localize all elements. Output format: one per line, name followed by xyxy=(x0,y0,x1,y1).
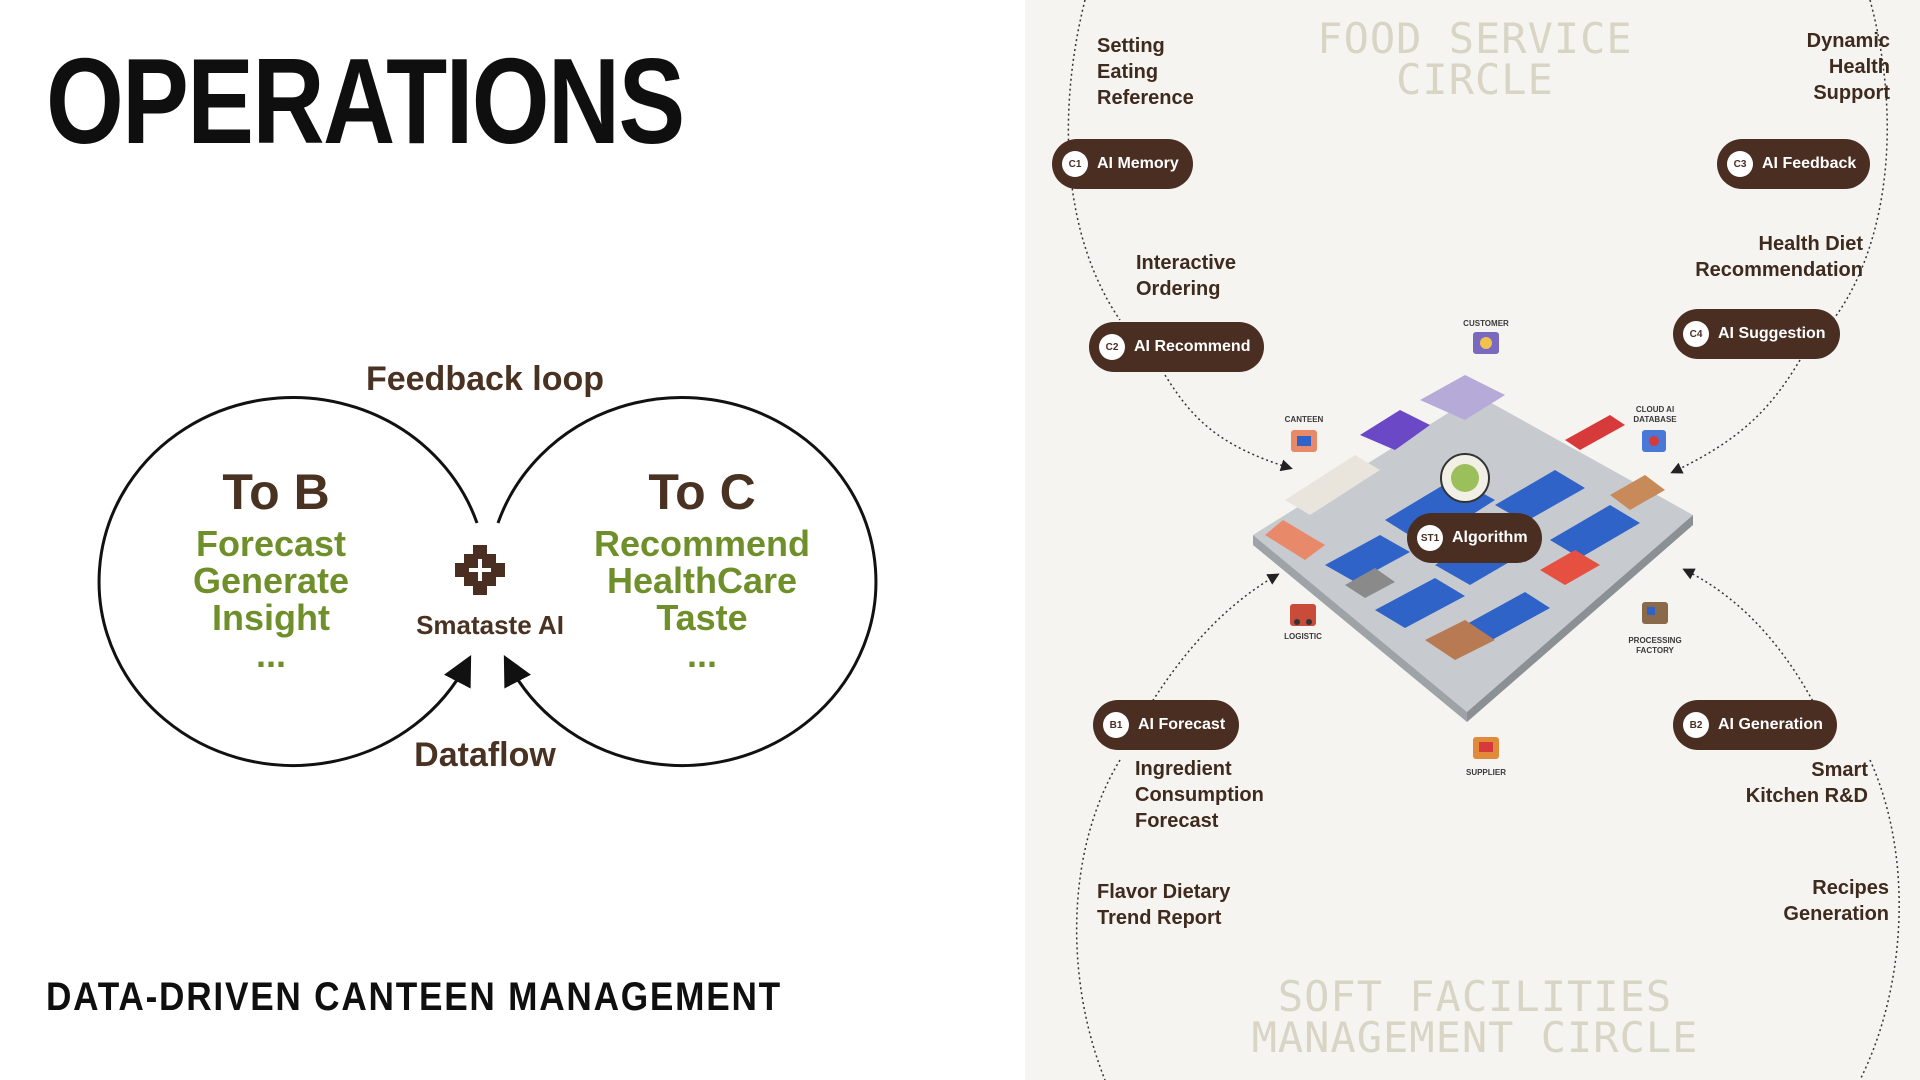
health-diet-recommendation-text: Health Diet Recommendation xyxy=(1695,233,1863,281)
loop-diagram-lines xyxy=(97,396,878,767)
to-c-title: To C xyxy=(648,464,756,520)
to-b-item: Forecast xyxy=(195,523,347,564)
flavor-dietary-trend-report-text: Flavor Dietary Trend Report xyxy=(1097,881,1231,929)
customer-label: CUSTOMER xyxy=(1463,319,1509,328)
to-b-item: ... xyxy=(255,634,286,675)
ai-feedback-pill[interactable]: C3 AI Feedback xyxy=(1717,139,1871,189)
page-title: OPERATIONS xyxy=(46,33,685,169)
to-c-item: Taste xyxy=(656,597,748,638)
ai-forecast-label: AI Forecast xyxy=(1138,716,1226,733)
cloud-ai-database-label: CLOUD AI DATABASE xyxy=(1633,405,1677,424)
to-c-item: ... xyxy=(686,634,717,675)
ai-recommend-label: AI Recommend xyxy=(1134,338,1251,355)
soft-facilities-circle-title: SOFT FACILITIES MANAGEMENT CIRCLE xyxy=(1215,972,1735,1062)
c2-badge: C2 xyxy=(1099,334,1125,360)
to-b-title: To B xyxy=(222,464,330,520)
food-service-circle-title: FOOD SERVICE CIRCLE xyxy=(1255,14,1695,104)
b1-to-center-arrow xyxy=(1149,573,1280,706)
c2-to-center-arrow xyxy=(1164,374,1293,472)
ai-feedback-label: AI Feedback xyxy=(1762,155,1857,172)
ai-recommend-pill[interactable]: C2 AI Recommend xyxy=(1089,322,1265,372)
ingredient-consumption-forecast-text: Ingredient Consumption Forecast xyxy=(1135,758,1264,832)
soft-facilities-title-line: SOFT FACILITIES xyxy=(1277,972,1673,1021)
operations-map-panel: FOOD SERVICE CIRCLE SOFT FACILITIES MANA… xyxy=(1025,0,1920,1080)
smart-kitchen-rd-text: Smart Kitchen R&D xyxy=(1745,759,1868,807)
ai-memory-pill[interactable]: C1 AI Memory xyxy=(1052,139,1193,189)
st1-badge: ST1 xyxy=(1417,525,1443,551)
dynamic-health-support-text: Dynamic Health Support xyxy=(1806,30,1890,104)
to-c-item: Recommend xyxy=(593,523,811,564)
c1-badge: C1 xyxy=(1062,151,1088,177)
feedback-loop-label: Feedback loop xyxy=(365,360,605,398)
supplier-label: SUPPLIER xyxy=(1465,768,1506,777)
left-loop-path xyxy=(97,396,479,767)
supplier-icon xyxy=(1473,737,1499,759)
to-b-item: Generate xyxy=(192,560,350,601)
to-b-item: Insight xyxy=(212,597,330,638)
c4-badge: C4 xyxy=(1683,321,1709,347)
right-loop-path xyxy=(496,396,878,767)
ai-suggestion-pill[interactable]: C4 AI Suggestion xyxy=(1673,309,1840,359)
b1-badge: B1 xyxy=(1103,712,1129,738)
ai-memory-label: AI Memory xyxy=(1097,155,1179,172)
food-service-title-line: CIRCLE xyxy=(1396,55,1554,104)
smataste-ai-label: Smataste AI xyxy=(416,610,564,640)
ai-forecast-pill[interactable]: B1 AI Forecast xyxy=(1093,700,1240,750)
setting-eating-reference-text: Setting Eating Reference xyxy=(1097,35,1194,109)
processing-factory-icon xyxy=(1642,602,1668,624)
processing-factory-label: PROCESSING FACTORY xyxy=(1628,636,1682,655)
dataflow-label: Dataflow xyxy=(414,736,556,774)
c4-to-center-arrow xyxy=(1670,359,1801,474)
cloud-database-icon xyxy=(1642,430,1666,452)
canteen-label: CANTEEN xyxy=(1284,415,1324,424)
food-service-title-line: FOOD SERVICE xyxy=(1317,14,1633,63)
algorithm-pill[interactable]: ST1 Algorithm xyxy=(1407,513,1542,563)
b2-badge: B2 xyxy=(1683,712,1709,738)
canteen-icon xyxy=(1291,430,1317,452)
interactive-ordering-text: Interactive Ordering xyxy=(1136,252,1237,300)
logistic-icon xyxy=(1290,604,1316,626)
to-c-items: Recommend HealthCare Taste ... xyxy=(567,525,837,673)
page-subtitle: DATA-DRIVEN CANTEEN MANAGEMENT xyxy=(46,975,782,1019)
ai-generation-pill[interactable]: B2 AI Generation xyxy=(1673,700,1837,750)
b2-to-center-arrow xyxy=(1682,568,1816,706)
ai-generation-label: AI Generation xyxy=(1718,716,1823,733)
to-c-item: HealthCare xyxy=(606,560,798,601)
logistic-label: LOGISTIC xyxy=(1284,632,1322,641)
c3-badge: C3 xyxy=(1727,151,1753,177)
customer-icon xyxy=(1473,332,1499,354)
bottom-left-outer-arc xyxy=(1075,759,1121,1080)
soft-facilities-title-line: MANAGEMENT CIRCLE xyxy=(1251,1013,1699,1062)
algorithm-label: Algorithm xyxy=(1452,529,1528,546)
recipes-generation-text: Recipes Generation xyxy=(1783,877,1889,925)
smataste-logo-icon xyxy=(455,545,505,595)
to-b-items: Forecast Generate Insight ... xyxy=(151,525,391,673)
ai-suggestion-label: AI Suggestion xyxy=(1718,325,1826,342)
